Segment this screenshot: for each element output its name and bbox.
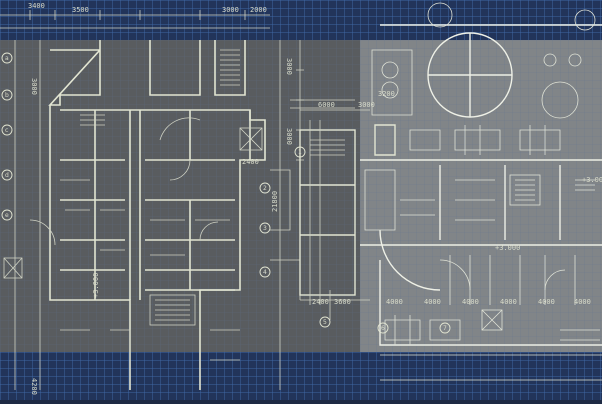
elevation-mark-1: +3.000 [92,273,100,298]
dim-vertical-left: 4200 [30,378,38,395]
bubble-3: 3 [263,225,267,232]
dim-bottom-right-2: 4000 [424,298,441,306]
bubble-4: 4 [263,269,267,276]
elevation-mark-3: +3.000 [582,176,602,184]
dim-top-left: 3400 [28,2,45,10]
bubble-6: 6 [381,325,385,332]
dim-top-2: 3000 [222,6,239,14]
dim-mid-1: 6000 [318,101,335,109]
center-plan-details [290,99,370,320]
dim-bottom-center-2: 3600 [334,298,351,306]
dim-right-stack-1: 3000 [285,58,293,75]
dim-right-stack-2: 3000 [285,128,293,145]
dim-center-span: 21800 [271,191,279,212]
dim-left-side-1: 3000 [30,78,38,95]
bubble-e: e [5,212,9,219]
dim-mid-2: 3000 [358,101,375,109]
left-plan-details [0,10,304,390]
dim-bottom-right-6: 4000 [574,298,591,306]
dim-center-box: 2400 [242,158,259,166]
right-plan-details [364,2,602,381]
dim-far-right-top: 3200 [378,90,395,98]
dimension-labels: 3400 3500 3000 2000 6000 3000 2400 3200 … [28,2,591,395]
grid-bubbles [1,52,451,334]
elevation-marks: +3.000 +3.000 +3.000 [92,176,602,298]
dim-bottom-right-4: 4000 [500,298,517,306]
center-floor-plan [299,124,396,296]
grid-bubble-labels: a b c d e 1 2 3 4 5 6 7 [5,55,447,332]
bubble-1: 1 [298,149,302,156]
dim-top-1: 3500 [72,6,89,14]
bubble-2: 2 [263,185,267,192]
dim-top-3: 2000 [250,6,267,14]
bubble-d: d [5,172,9,179]
right-floor-plan [360,24,602,346]
dim-bottom-right-3: 4000 [462,298,479,306]
bubble-a: a [5,55,9,62]
dim-bottom-right-1: 4000 [386,298,403,306]
elevation-mark-2: +3.000 [495,244,520,252]
bubble-b: b [5,92,9,99]
dim-bottom-right-5: 4000 [538,298,555,306]
bubble-7: 7 [443,325,447,332]
bubble-5: 5 [323,319,327,326]
bubble-c: c [5,127,8,134]
dim-bottom-center-1: 2400 [312,298,329,306]
